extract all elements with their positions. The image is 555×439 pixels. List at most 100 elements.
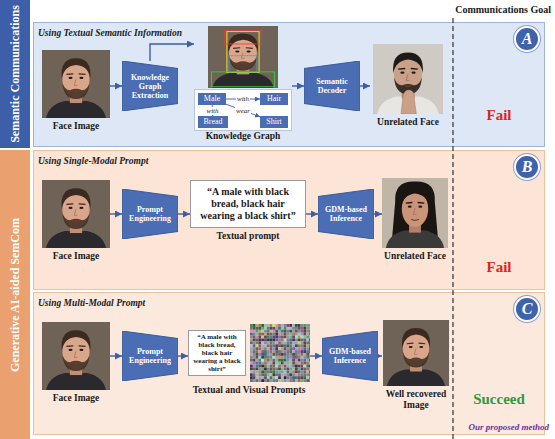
badge-letter: A — [516, 28, 538, 50]
panel-heading: Using Single-Modal Prompt — [33, 153, 153, 169]
arrow-connector — [292, 85, 304, 86]
image-caption: Well recovered Image — [382, 389, 450, 411]
arrow-connector — [226, 104, 260, 117]
face-illustration — [383, 320, 449, 386]
prompt-caption: Textual and Visual Prompts — [188, 385, 310, 396]
encoder-block: Knowledge Graph Extraction — [122, 61, 178, 111]
scheme-badge: C — [514, 296, 540, 322]
graph-entity: Shirt — [260, 116, 288, 128]
scheme-badge: B — [514, 154, 540, 180]
section-title: Semantic Communications — [8, 5, 22, 143]
image-caption: Unrelated Face — [370, 117, 446, 128]
goal-divider — [452, 18, 453, 439]
arrow-connector — [110, 213, 122, 214]
image-node: Unrelated Face — [382, 178, 448, 262]
face-photo — [42, 322, 110, 390]
face-illustration — [382, 178, 448, 248]
block-text-holder: Prompt Engineering — [122, 189, 178, 239]
graph-entity: Male — [198, 93, 226, 105]
arrow-connector — [150, 44, 194, 61]
arrow-connector — [378, 355, 382, 356]
block-label: GDM-based Inference — [321, 205, 371, 223]
decoder-block: GDM-based Inference — [322, 331, 378, 381]
entity-label: Hair — [260, 93, 288, 105]
face-illustration — [42, 180, 110, 248]
prompt-text: “A male with black bread, black hair wea… — [190, 180, 306, 228]
arrow-connector — [374, 213, 382, 214]
image-caption: Face Image — [42, 121, 110, 132]
graph-entity: Hair — [260, 93, 288, 105]
image-node: Face Image — [42, 50, 110, 132]
panel-ground — [34, 151, 545, 290]
edge-label: wear — [235, 107, 251, 115]
edge-label: with — [236, 95, 250, 103]
scheme-panel: Using Multi-Modal Prompt C Face Image Promp… — [33, 292, 545, 435]
outcome-label: Fail — [487, 106, 512, 124]
block-text-holder: Prompt Engineering — [122, 331, 178, 381]
graph-entity: Bread — [198, 116, 228, 128]
noise-prompt-image — [250, 324, 310, 382]
face-photo — [383, 320, 449, 386]
block-label: GDM-based Inference — [325, 347, 375, 365]
face-illustration — [42, 50, 110, 118]
image-caption: Face Image — [42, 393, 110, 404]
outcome-label: Fail — [487, 258, 512, 276]
detection-photo — [208, 26, 278, 88]
block-label: Knowledge Graph Extraction — [125, 73, 175, 100]
entity-label: Shirt — [260, 116, 288, 128]
image-caption: Unrelated Face — [382, 251, 448, 262]
panel-heading: Using Multi-Modal Prompt — [33, 295, 150, 311]
section-title: Generative AI-aided SemCom — [8, 218, 22, 372]
block-text-holder: GDM-based Inference — [318, 189, 374, 239]
column-heading: Communications Goal — [455, 4, 551, 16]
scheme-badge: A — [514, 26, 540, 52]
block-text-holder: Semantic Decoder — [304, 61, 360, 111]
prompt-text: “A male with black bread, black hair wea… — [188, 330, 246, 376]
image-node: Unrelated Face — [370, 44, 446, 128]
face-illustration — [42, 322, 110, 390]
face-photo — [382, 178, 448, 248]
image-node: Face Image — [42, 180, 110, 262]
entity-label: Bread — [198, 116, 228, 128]
block-label: Prompt Engineering — [125, 205, 175, 223]
image-node: Face Image — [42, 322, 110, 404]
block-label: Prompt Engineering — [125, 347, 175, 365]
prompt-node: “A male with black bread, black hair wea… — [190, 180, 306, 242]
panel-heading: Using Textual Semantic Information — [33, 25, 187, 41]
scheme-panel: Using Single-Modal Prompt B Face Image Prom… — [33, 150, 545, 290]
face-illustration — [373, 44, 443, 114]
decoder-block: Semantic Decoder — [304, 61, 360, 111]
face-photo — [373, 44, 443, 114]
arrow-connector — [110, 355, 122, 356]
arrow-connector — [310, 355, 322, 356]
face-illustration — [208, 26, 278, 88]
multimodal-prompt-node: “A male with black bread, black hair wea… — [188, 324, 310, 396]
graph-ground — [195, 90, 292, 131]
section-band: Generative AI-aided SemCom — [0, 150, 30, 439]
entity-label: Male — [198, 93, 226, 105]
edge-label: with — [205, 107, 219, 115]
image-caption: Knowledge Graph — [194, 131, 292, 142]
scheme-panel: Using Textual Semantic Information A Face … — [33, 22, 545, 147]
arrow-connector — [110, 85, 122, 86]
section-band: Semantic Communications — [0, 0, 30, 148]
encoder-block: Prompt Engineering — [122, 189, 178, 239]
encoder-block: Prompt Engineering — [122, 331, 178, 381]
face-photo — [42, 180, 110, 248]
badge-letter: C — [516, 298, 538, 320]
image-caption: Face Image — [42, 251, 110, 262]
block-text-holder: Knowledge Graph Extraction — [122, 61, 178, 111]
arrow-connector — [178, 213, 190, 214]
noise-holder — [250, 324, 310, 382]
badge-letter: B — [516, 156, 538, 178]
arrow-connector — [306, 213, 318, 214]
face-photo — [42, 50, 110, 118]
block-label: Semantic Decoder — [307, 77, 357, 95]
knowledge-graph-node: Knowledge Graph Male HairBread Shirt — [194, 26, 292, 142]
prompt-row: “A male with black bread, black hair wea… — [188, 324, 310, 382]
block-text-holder: GDM-based Inference — [322, 331, 378, 381]
outcome-label: Succeed — [473, 390, 525, 408]
arrow-connector — [178, 355, 188, 356]
method-note: Our proposed method — [468, 422, 549, 433]
